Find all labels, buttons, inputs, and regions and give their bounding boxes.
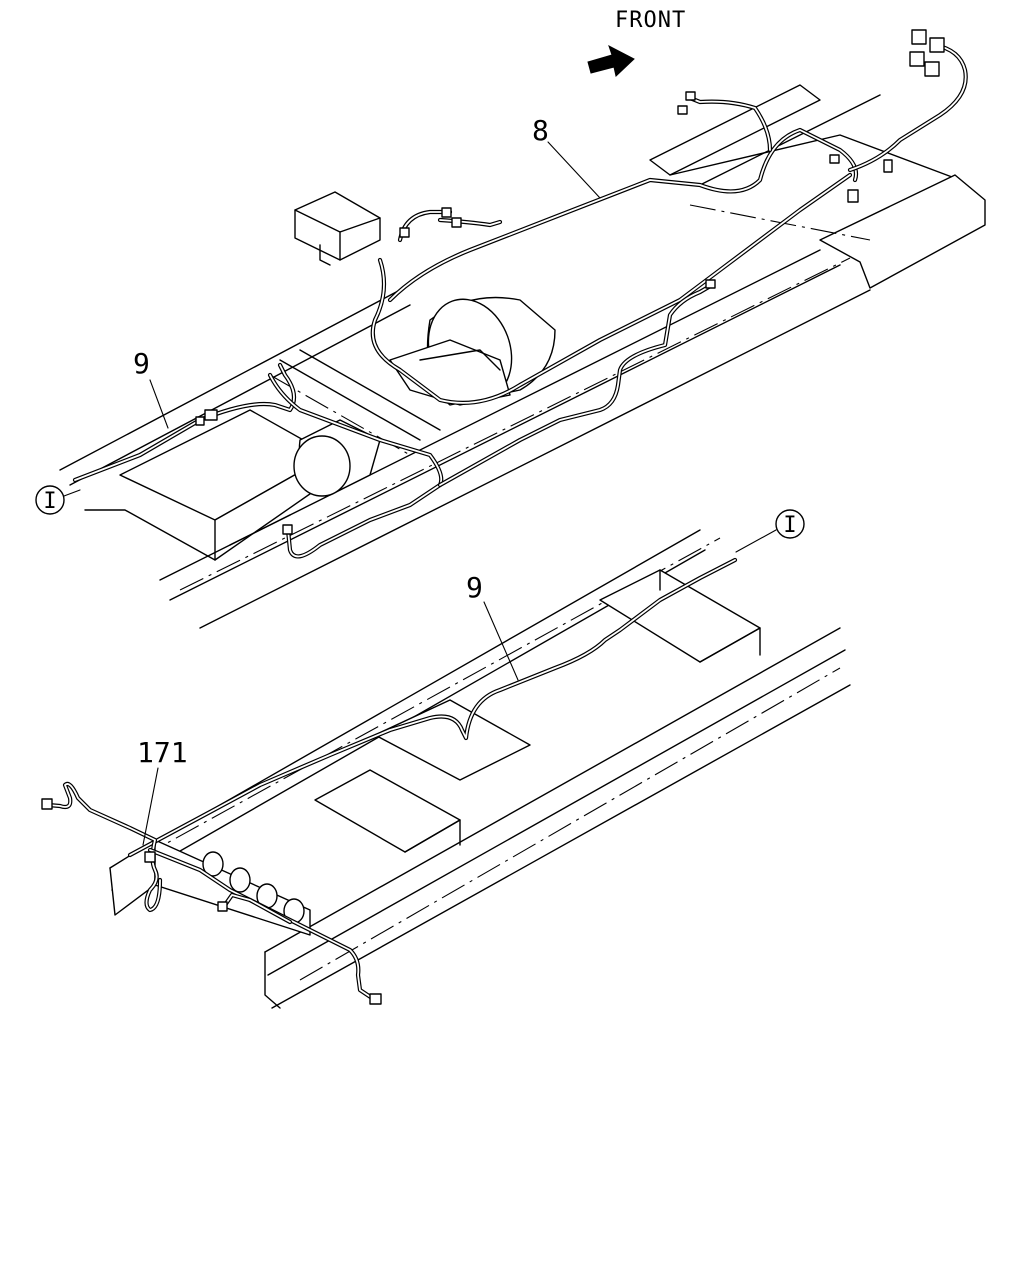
connector-icon — [41, 798, 53, 810]
leader-line-8 — [547, 141, 601, 199]
connector-icon — [924, 61, 940, 77]
front-arrow-icon — [587, 44, 635, 77]
connector-group-lower — [41, 798, 382, 1005]
callout-label-171: 171 — [137, 736, 188, 769]
connector-icon — [441, 207, 452, 218]
connector-icon — [829, 154, 840, 164]
front-label: FRONT — [615, 8, 686, 33]
connector-icon — [451, 217, 462, 228]
leader-line-9-upper — [149, 379, 169, 429]
lower-harness-routing — [41, 557, 738, 1005]
leader-line-9-lower — [483, 601, 519, 681]
connector-icon — [929, 37, 945, 53]
upper-frame-assembly — [59, 84, 986, 629]
connector-group-upper — [195, 29, 945, 535]
connector-icon — [677, 105, 688, 115]
callouts: 8 9 9 171 I I — [35, 114, 805, 846]
connector-icon — [282, 524, 293, 535]
front-direction-indicator: FRONT — [587, 8, 686, 77]
connector-icon — [399, 227, 410, 238]
connector-icon — [144, 851, 156, 863]
leader-line-171 — [142, 767, 159, 846]
connector-icon — [705, 279, 716, 289]
svg-text:I: I — [783, 513, 796, 538]
callout-label-9-lower: 9 — [466, 571, 483, 604]
connector-icon — [217, 901, 228, 912]
upper-harness-routing — [72, 29, 968, 559]
connection-marker-left: I — [35, 485, 81, 515]
svg-text:I: I — [43, 489, 56, 514]
connector-icon — [911, 29, 927, 45]
connector-icon — [847, 189, 859, 203]
connector-icon — [909, 51, 925, 67]
callout-label-8: 8 — [532, 114, 549, 147]
connector-icon — [883, 159, 893, 173]
connector-icon — [685, 91, 696, 101]
connector-icon — [204, 409, 218, 421]
callout-label-9-upper: 9 — [133, 347, 150, 380]
connector-icon — [369, 993, 382, 1005]
lower-frame-assembly — [109, 529, 851, 1009]
connection-marker-right: I — [735, 509, 805, 553]
connector-icon — [195, 416, 205, 426]
